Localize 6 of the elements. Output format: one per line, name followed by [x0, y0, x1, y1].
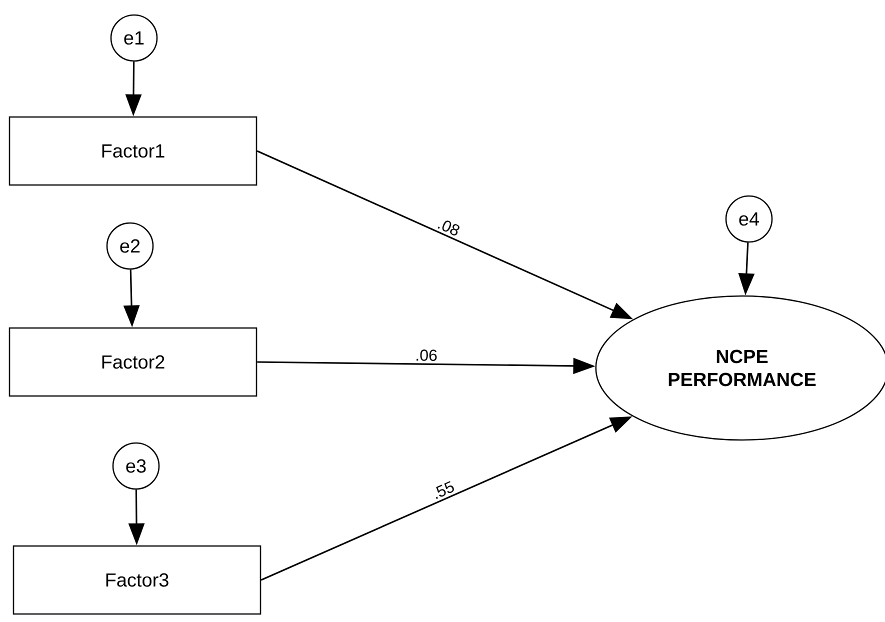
edge-label: .55 — [430, 479, 457, 502]
edge-label: .06 — [414, 348, 439, 362]
variable-box: Factor3 — [12, 545, 262, 615]
variable-box: Factor2 — [8, 327, 258, 397]
edge-label: .08 — [434, 216, 463, 238]
variable-box: Factor1 — [8, 116, 258, 186]
